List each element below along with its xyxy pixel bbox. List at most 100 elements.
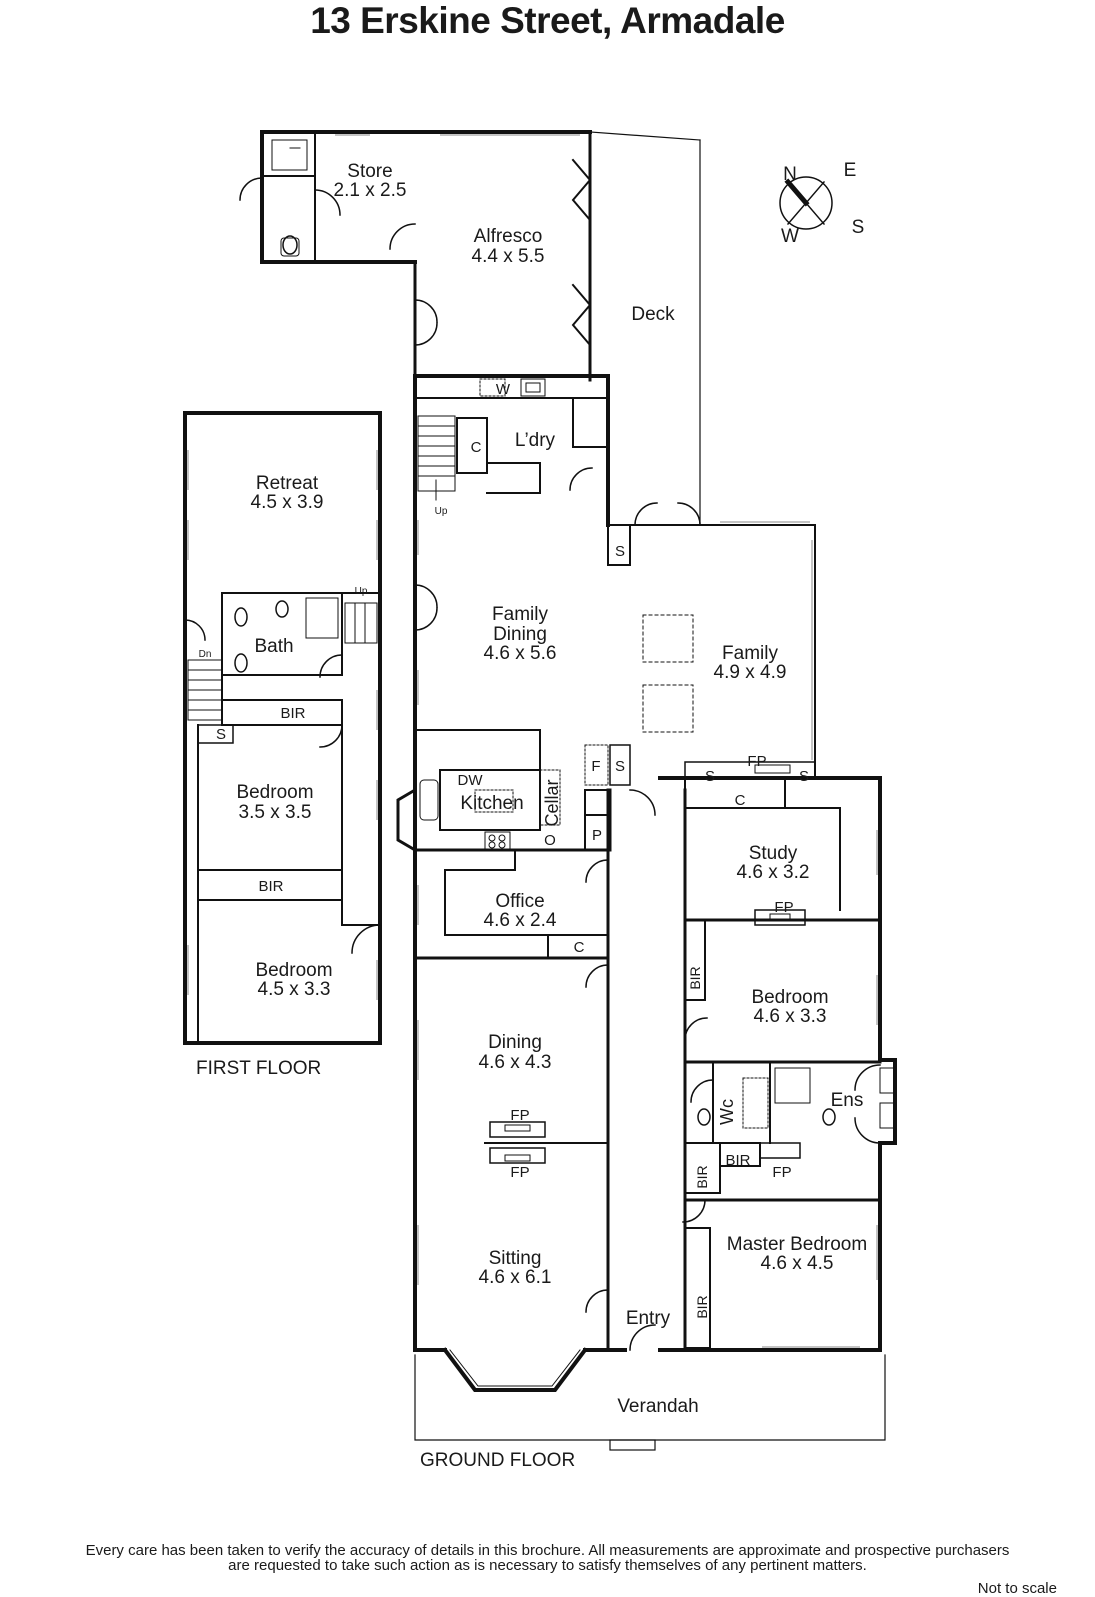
store-label: Store bbox=[347, 161, 392, 182]
sitting-size: 4.6 x 6.1 bbox=[479, 1267, 552, 1288]
store-toilet-icon bbox=[282, 235, 298, 255]
family-storage-s bbox=[607, 524, 631, 566]
study-walls bbox=[683, 761, 882, 926]
front-step bbox=[609, 1439, 656, 1451]
compass-s: S bbox=[852, 217, 865, 238]
disclaimer-line-1: Every care has been taken to verify the … bbox=[85, 1542, 1010, 1559]
wc-label: Wc bbox=[717, 1099, 737, 1125]
windows bbox=[187, 134, 878, 1348]
kitchen-label: Kitchen bbox=[460, 793, 523, 814]
kitchen-walls bbox=[413, 729, 612, 852]
verandah-label: Verandah bbox=[617, 1396, 698, 1417]
ground-floor-label: GROUND FLOOR bbox=[420, 1450, 575, 1471]
bir-master-label: BIR bbox=[694, 1295, 710, 1318]
study-cupboard-label: C bbox=[735, 792, 746, 809]
retreat-size: 4.5 x 3.9 bbox=[251, 492, 324, 513]
kitchen-sink bbox=[419, 779, 439, 821]
retreat-label: Retreat bbox=[256, 473, 319, 494]
family-dining-size: 4.6 x 5.6 bbox=[484, 643, 557, 664]
family-label: Family bbox=[722, 643, 778, 664]
family-dining-label-1: Family bbox=[492, 604, 548, 625]
bir-bedroom-ground-label: BIR bbox=[687, 966, 703, 989]
compass bbox=[779, 176, 833, 230]
laundry bbox=[414, 397, 609, 494]
alfresco-size: 4.4 x 5.5 bbox=[472, 246, 545, 267]
kitchen-s-label: S bbox=[615, 758, 625, 775]
bath-basin-2 bbox=[234, 653, 248, 673]
bath-basin-1 bbox=[234, 607, 248, 627]
study-label: Study bbox=[749, 843, 798, 864]
ground-stairs-up-label: Up bbox=[435, 506, 448, 517]
dining-size: 4.6 x 4.3 bbox=[479, 1052, 552, 1073]
cooktop bbox=[484, 831, 511, 851]
alfresco-area bbox=[413, 130, 701, 526]
dining-label: Dining bbox=[488, 1032, 542, 1053]
ground-stairs bbox=[417, 415, 456, 501]
dining-fp-label: FP bbox=[510, 1107, 529, 1124]
family-door-left bbox=[634, 502, 658, 526]
bedroom-ground-label: Bedroom bbox=[751, 987, 828, 1008]
study-fp-label: FP bbox=[774, 899, 793, 916]
bir-ens-label: BIR bbox=[725, 1152, 750, 1169]
laundry-label: L’dry bbox=[515, 430, 556, 451]
bifold-door-lower bbox=[571, 283, 592, 347]
bedroom-first-1-label: Bedroom bbox=[236, 782, 313, 803]
family-fp-label: FP bbox=[747, 753, 766, 770]
dishwasher-label: DW bbox=[458, 772, 484, 789]
fridge-label: F bbox=[591, 758, 600, 775]
plan-title: 13 Erskine Street, Armadale bbox=[310, 0, 785, 41]
fireplace-family bbox=[754, 764, 791, 774]
washer-label: W bbox=[496, 381, 511, 398]
master-bedroom-size: 4.6 x 4.5 bbox=[761, 1253, 834, 1274]
entry-label: Entry bbox=[626, 1308, 671, 1329]
first-stairs-dn-label: Dn bbox=[199, 649, 212, 660]
compass-e: E bbox=[844, 160, 857, 181]
office-walls bbox=[413, 849, 610, 960]
master-fp-label: FP bbox=[772, 1164, 791, 1181]
ensuite-label: Ens bbox=[831, 1090, 864, 1111]
first-floor-walls bbox=[183, 411, 382, 1045]
scale-note: Not to scale bbox=[977, 1580, 1057, 1597]
pantry-label: P bbox=[592, 827, 602, 844]
first-floor-stairs bbox=[187, 602, 378, 721]
disclaimer-line-2: are requested to take such action as is … bbox=[228, 1557, 867, 1574]
skylight-2 bbox=[642, 684, 694, 733]
store-shower bbox=[271, 139, 308, 171]
store-door-swing bbox=[239, 177, 263, 201]
skylight-1 bbox=[642, 614, 694, 663]
bir-first-2-label: BIR bbox=[258, 878, 283, 895]
compass-n: N bbox=[783, 164, 797, 185]
compass-w: W bbox=[781, 226, 799, 247]
wc-toilet-icon bbox=[697, 1108, 711, 1126]
study-s-right-label: S bbox=[799, 768, 809, 785]
office-size: 4.6 x 2.4 bbox=[484, 910, 557, 931]
bir-wc-label: BIR bbox=[694, 1165, 710, 1188]
bedroom-first-2-label: Bedroom bbox=[255, 960, 332, 981]
kitchen-bay bbox=[396, 787, 418, 853]
bedroom-first-1-size: 3.5 x 3.5 bbox=[239, 802, 312, 823]
alfresco-label: Alfresco bbox=[474, 226, 543, 247]
first-stairs-up-label: Up bbox=[355, 586, 368, 597]
washer-box bbox=[479, 378, 506, 397]
bedroom-ground-size: 4.6 x 3.3 bbox=[754, 1006, 827, 1027]
bay-window-sitting bbox=[442, 1347, 588, 1392]
ens-toilet-icon bbox=[822, 1108, 836, 1126]
bath-toilet-icon bbox=[275, 600, 289, 618]
study-size: 4.6 x 3.2 bbox=[737, 862, 810, 883]
sitting-fp-label: FP bbox=[510, 1164, 529, 1181]
disclaimer: Every care has been taken to verify the … bbox=[0, 1543, 1095, 1573]
fireplace-sitting bbox=[489, 1147, 546, 1164]
store-building bbox=[260, 130, 417, 264]
bir-bedroom-ground bbox=[684, 919, 706, 1001]
first-s-label: S bbox=[216, 726, 226, 743]
deck-label: Deck bbox=[631, 304, 675, 325]
first-floor-label: FIRST FLOOR bbox=[196, 1058, 321, 1079]
cellar-label: Cellar bbox=[542, 779, 562, 826]
sitting-label: Sitting bbox=[489, 1248, 542, 1269]
bifold-door-upper bbox=[571, 158, 592, 222]
study-s-left-label: S bbox=[705, 768, 715, 785]
family-size: 4.9 x 4.9 bbox=[714, 662, 787, 683]
family-dining-label-2: Dining bbox=[493, 624, 547, 645]
ground-floor-walls bbox=[413, 374, 897, 1352]
